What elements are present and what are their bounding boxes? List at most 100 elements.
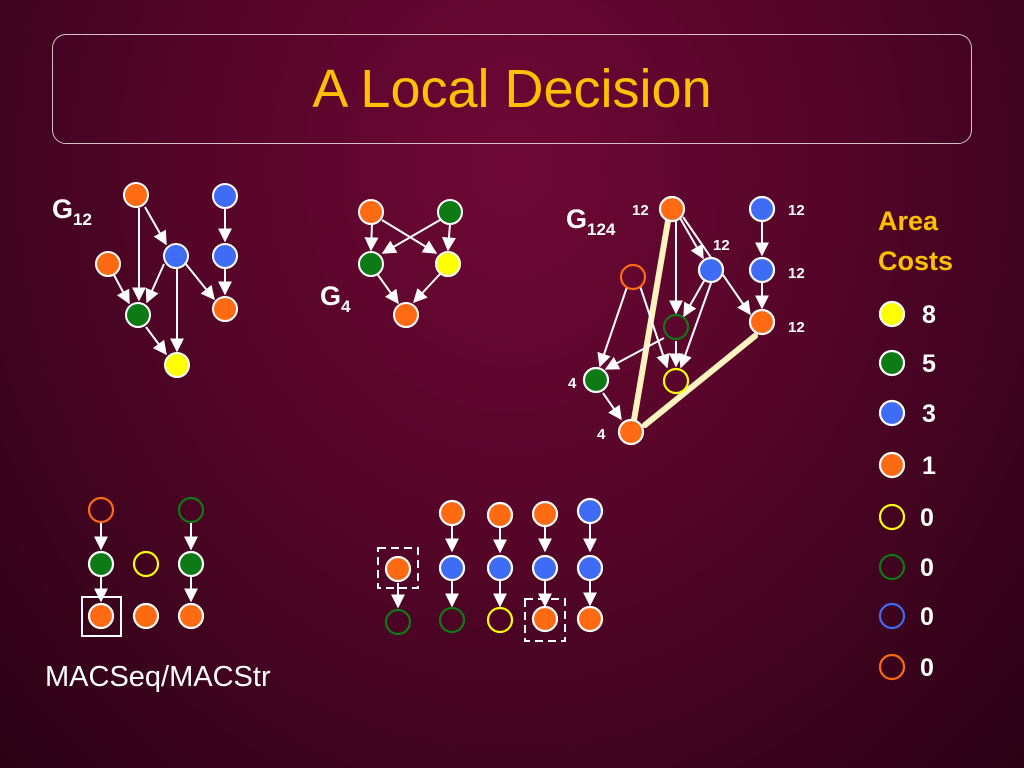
green-hollow-node xyxy=(384,608,412,636)
yellow-node xyxy=(164,352,190,378)
blue-node xyxy=(576,554,604,582)
dashed-selection-box xyxy=(524,598,566,642)
orange-node xyxy=(486,501,514,529)
legend-value: 1 xyxy=(922,452,936,480)
green-node xyxy=(437,199,463,225)
edge xyxy=(683,280,705,318)
legend-value: 5 xyxy=(922,350,936,378)
graph-g12-label: G12 xyxy=(52,194,92,229)
legend-value: 0 xyxy=(920,504,934,532)
annotation-label: 12 xyxy=(788,265,805,282)
green-node xyxy=(87,550,115,578)
yellow-hollow-node xyxy=(132,550,160,578)
legend-value: 0 xyxy=(920,603,934,631)
yellow-node xyxy=(435,251,461,277)
green-hollow-node xyxy=(177,496,205,524)
selection-box xyxy=(81,596,122,637)
orange-node xyxy=(393,302,419,328)
edge xyxy=(604,337,665,370)
legend-value: 8 xyxy=(922,301,936,329)
orange-node xyxy=(212,296,238,322)
slide-title: A Local Decision xyxy=(312,59,712,119)
legend-value: 0 xyxy=(920,554,934,582)
blue-node xyxy=(438,554,466,582)
blue-node xyxy=(486,554,514,582)
annotation-label: 4 xyxy=(597,426,606,443)
orange-node xyxy=(95,251,121,277)
blue-node xyxy=(748,195,776,223)
orange-node xyxy=(123,182,149,208)
blue-node xyxy=(163,243,189,269)
legend-yellow-hollow-node xyxy=(878,503,906,531)
green-node xyxy=(125,302,151,328)
graph-g12: G12 xyxy=(52,182,238,378)
annotation-label: 4 xyxy=(568,375,577,392)
dashed-selection-box xyxy=(377,547,419,589)
legend-heading-line1: Area xyxy=(878,206,939,236)
title-frame: A Local Decision xyxy=(52,34,972,144)
graph-g4: G4 xyxy=(320,199,463,328)
green-node xyxy=(582,366,610,394)
edge xyxy=(679,217,704,260)
edge xyxy=(184,262,215,301)
edge xyxy=(413,273,441,304)
orange-node xyxy=(576,605,604,633)
edge xyxy=(639,285,670,369)
macseq-caption: MACSeq/MACStr xyxy=(45,661,271,693)
orange-node xyxy=(132,602,160,630)
edge xyxy=(602,392,622,421)
edge xyxy=(144,206,167,246)
legend-yellow-node xyxy=(878,300,906,328)
legend-heading-line2: Costs xyxy=(878,246,953,276)
green-node xyxy=(358,251,384,277)
edge xyxy=(145,263,165,304)
orange-node xyxy=(531,605,559,633)
orange-node xyxy=(87,602,115,630)
orange-hollow-node xyxy=(87,496,115,524)
edge xyxy=(678,282,712,369)
orange-hollow-node xyxy=(619,263,647,291)
macseq-macstr-graph: MACSeq/MACStr xyxy=(45,496,271,693)
green-hollow-node xyxy=(438,606,466,634)
legend-value: 0 xyxy=(920,654,934,682)
legend-blue-hollow-node xyxy=(878,602,906,630)
yellow-hollow-node xyxy=(486,606,514,634)
edge xyxy=(113,274,130,305)
blue-node xyxy=(576,497,604,525)
edge xyxy=(377,274,399,305)
graph-g4-label: G4 xyxy=(320,281,351,316)
green-node xyxy=(177,550,205,578)
blue-node xyxy=(212,183,238,209)
orange-node xyxy=(358,199,384,225)
orange-node xyxy=(658,195,686,223)
graph-g124-label: G124 xyxy=(566,204,616,239)
legend-orange-node xyxy=(878,451,906,479)
edge xyxy=(381,219,438,254)
orange-node xyxy=(617,418,645,446)
edge xyxy=(441,223,456,252)
graph-g124: G124 12 12 12 12 12 4 4 xyxy=(566,195,805,446)
annotation-label: 12 xyxy=(788,202,805,219)
blue-node xyxy=(212,243,238,269)
blue-node xyxy=(531,554,559,582)
orange-node xyxy=(748,308,776,336)
legend-blue-node xyxy=(878,399,906,427)
edge xyxy=(381,219,441,254)
annotation-label: 12 xyxy=(632,202,649,219)
legend-green-node xyxy=(878,349,906,377)
highlighted-edge xyxy=(642,333,758,428)
decision-grid-graph xyxy=(377,497,604,642)
legend-value: 3 xyxy=(922,400,936,428)
edge xyxy=(145,326,167,356)
yellow-hollow-node xyxy=(662,367,690,395)
annotation-label: 12 xyxy=(788,319,805,336)
blue-node xyxy=(748,256,776,284)
legend-green-hollow-node xyxy=(878,553,906,581)
annotation-label: 12 xyxy=(713,237,730,254)
orange-node xyxy=(177,602,205,630)
legend-orange-hollow-node xyxy=(878,653,906,681)
area-costs-legend: Area Costs 8 5 3 1 0 0 0 0 xyxy=(878,206,953,682)
edge xyxy=(597,286,628,368)
blue-node xyxy=(697,256,725,284)
